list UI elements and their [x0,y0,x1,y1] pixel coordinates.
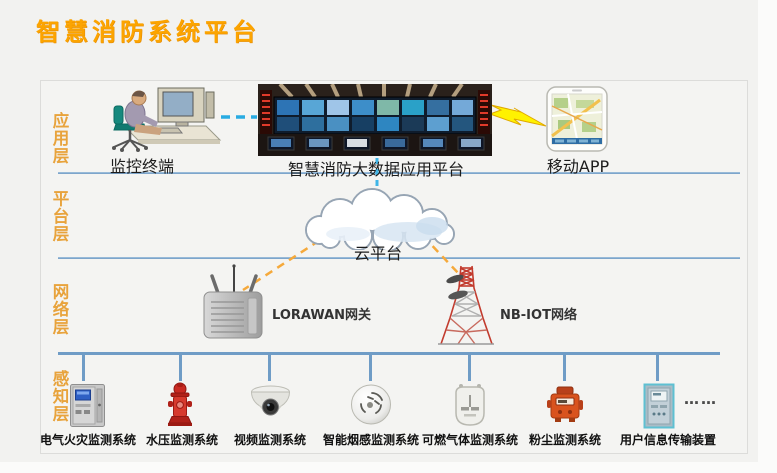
dust-monitor-icon [547,386,583,422]
layer-label-network: 网络层 [50,283,69,336]
layer-label-perception: 感知层 [50,370,69,423]
page-title: 智慧消防系统平台 [36,18,260,46]
electrical-fire-panel-icon [70,384,105,427]
smoke-detector-icon [351,384,391,425]
bus-drop-6 [563,354,566,381]
nbiot-tower-icon [438,265,494,345]
lorawan-gateway-label: LORAWAN网关 [272,308,372,323]
control-room-photo [258,84,492,156]
bus-drop-7 [656,354,659,381]
mobile-app-phone-icon [546,86,608,152]
sensor-label: 水压监测系统 [145,433,219,447]
layer-label-application: 应用层 [50,112,69,165]
sensor-label: 视频监测系统 [233,433,307,447]
person-at-computer-icon [112,87,222,152]
bus-drop-2 [179,354,182,381]
mobile-app-label: 移动APP [546,157,610,176]
cloud-platform-label: 云平台 [353,244,402,263]
user-info-transmission-icon [643,383,675,429]
perception-bus-line [58,352,720,355]
gas-detector-icon [455,384,485,426]
bus-drop-3 [268,354,271,381]
monitoring-terminal-label: 监控终端 [109,157,174,176]
bus-drop-4 [369,354,372,381]
sensor-label: 电气火灾监测系统 [39,433,137,447]
sensor-label: 可燃气体监测系统 [421,433,519,447]
sensor-label: 用户信息传输装置 [619,433,717,447]
layer-label-platform: 平台层 [50,190,69,243]
nbiot-network-label: NB-IOT网络 [500,308,577,323]
sensor-label: 智能烟感监测系统 [322,433,420,447]
bigdata-platform-label: 智慧消防大数据应用平台 [287,160,464,179]
divider-platform-network [58,257,740,259]
more-devices-ellipsis: …… [684,390,718,408]
lorawan-gateway-icon [203,264,263,339]
divider-application-platform [58,172,740,174]
cloud-platform-icon [305,188,455,250]
fire-hydrant-icon [168,382,192,426]
bus-drop-5 [468,354,471,381]
dome-camera-icon [250,385,291,416]
sensor-label: 粉尘监测系统 [528,433,602,447]
bus-drop-1 [82,354,85,381]
